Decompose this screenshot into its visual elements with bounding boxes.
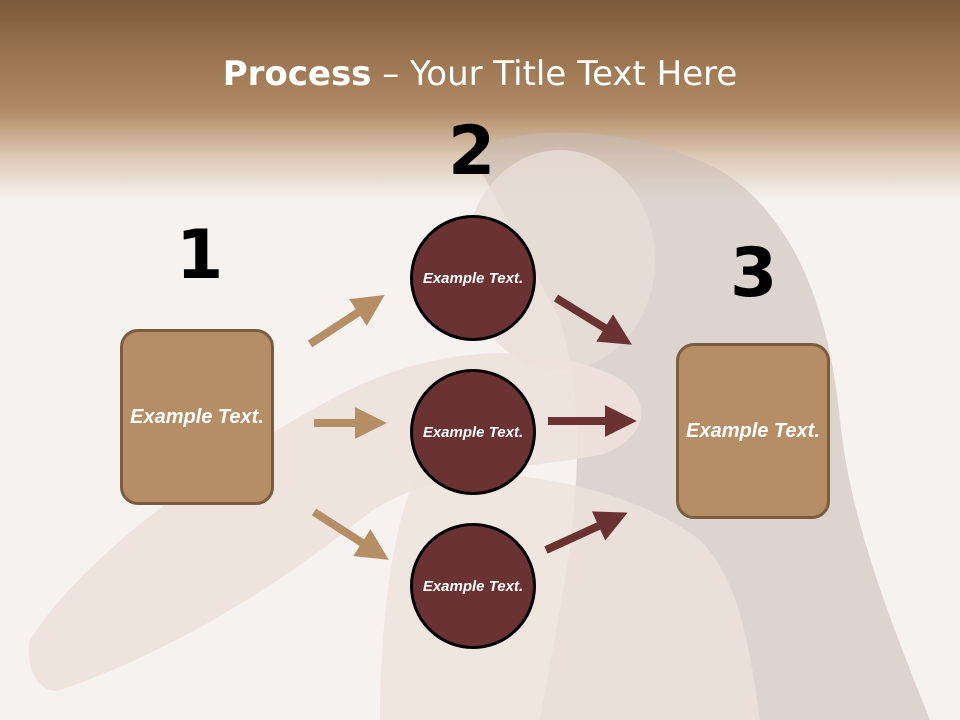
slide-title: Process – Your Title Text Here: [0, 54, 960, 94]
arrow-to-circle-top: [307, 294, 385, 348]
circle-middle-text: Example Text.: [422, 423, 524, 441]
title-rest: – Your Title Text Here: [371, 54, 738, 94]
title-strong: Process: [222, 54, 372, 94]
circle-top: Example Text.: [410, 215, 536, 341]
step-number-3: 3: [730, 234, 778, 313]
step-number-2: 2: [448, 112, 496, 191]
arrow-to-circle-bottom: [311, 508, 389, 560]
circle-middle: Example Text.: [410, 369, 536, 495]
arrow-from-circle-bottom: [544, 511, 628, 554]
circle-top-text: Example Text.: [422, 269, 524, 287]
step-number-1: 1: [176, 216, 224, 295]
arrow-from-circle-top: [553, 294, 632, 345]
right-box-text: Example Text.: [686, 419, 820, 442]
left-box-text: Example Text.: [130, 405, 264, 428]
left-box: Example Text.: [120, 329, 274, 505]
right-box: Example Text.: [676, 343, 830, 519]
circle-bottom: Example Text.: [410, 523, 536, 649]
circle-bottom-text: Example Text.: [422, 577, 524, 595]
